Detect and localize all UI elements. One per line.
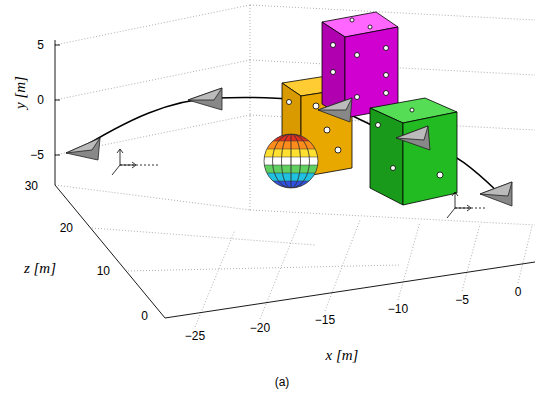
axis-label: x [m] bbox=[326, 348, 359, 363]
tick-label: 5 bbox=[37, 39, 44, 51]
tick-label: 0 bbox=[141, 310, 148, 322]
tick-label: 20 bbox=[60, 222, 73, 234]
tick-label: 30 bbox=[25, 180, 38, 192]
sphere-meridian bbox=[282, 134, 301, 188]
sphere-parallel bbox=[262, 165, 322, 166]
sphere-meridian bbox=[273, 134, 310, 188]
sphere-meridian bbox=[264, 134, 319, 188]
panel-label: (a) bbox=[275, 376, 290, 388]
tick-label: 0 bbox=[37, 94, 44, 106]
sphere-parallel bbox=[262, 149, 322, 150]
tick-label: −5 bbox=[30, 149, 44, 161]
sphere-meridian bbox=[291, 134, 292, 188]
axis-label: z [m] bbox=[24, 261, 56, 276]
sphere-parallel bbox=[262, 173, 322, 174]
tick-label: 10 bbox=[97, 265, 110, 277]
sphere-meridian bbox=[264, 134, 319, 188]
tick-label: 0 bbox=[515, 286, 522, 298]
tick-label: −15 bbox=[315, 314, 335, 326]
sphere-parallel bbox=[262, 157, 322, 158]
tick-label: −25 bbox=[185, 330, 205, 342]
sphere-meridian bbox=[273, 134, 310, 188]
sphere-parallel bbox=[262, 181, 322, 182]
tick-label: −5 bbox=[455, 294, 469, 306]
tick-label: −20 bbox=[250, 322, 270, 334]
sphere-parallel bbox=[262, 141, 322, 142]
tick-label: −10 bbox=[388, 303, 408, 315]
sphere-meridian bbox=[282, 134, 301, 188]
axis-label: y [m] bbox=[12, 76, 27, 109]
